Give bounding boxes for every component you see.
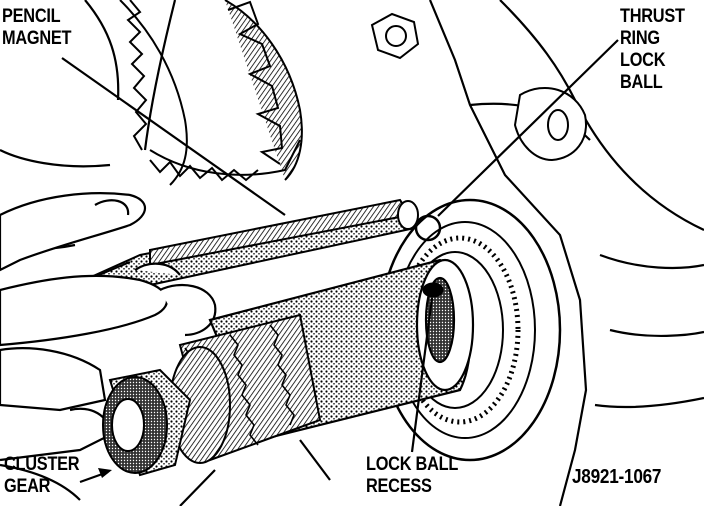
upper-gear xyxy=(119,0,303,186)
pencil-magnet-label: PENCIL MAGNET xyxy=(2,6,72,50)
cluster-gear-arrowhead xyxy=(98,468,112,478)
thrust-ring-label-line-1: THRUST xyxy=(620,6,685,27)
pencil-magnet-leader xyxy=(61,57,286,216)
recess-leader xyxy=(410,297,434,453)
thrust-ring-lock-ball xyxy=(414,214,442,242)
thrust-ring-label-line-3: LOCK xyxy=(620,50,666,71)
pencil-magnet-label-line-1: PENCIL xyxy=(2,6,61,27)
case-bracket xyxy=(513,86,587,162)
lock-ball-recess-label-line-2: RECESS xyxy=(366,476,432,497)
thrust-ring-leader xyxy=(437,39,619,217)
thrust-ring-label-line-2: RING xyxy=(620,28,660,49)
cluster-gear-label-line-1: CLUSTER xyxy=(4,454,80,475)
countershaft-end-leader xyxy=(299,439,331,481)
lock-ball-recess xyxy=(422,282,444,298)
cluster-gear-label: CLUSTER GEAR xyxy=(4,454,80,498)
cluster-gear-label-line-2: GEAR xyxy=(4,476,51,497)
figure-id-text: J8921-1067 xyxy=(572,466,662,488)
cluster-gear-tooth-leader xyxy=(179,469,216,506)
case-bolt xyxy=(370,12,420,60)
cluster-gear xyxy=(102,313,322,477)
thrust-ring-label-line-4: BALL xyxy=(620,72,663,93)
lock-ball-recess-label-line-1: LOCK BALL xyxy=(366,454,459,475)
leader-lines xyxy=(61,39,619,506)
figure-id: J8921-1067 xyxy=(572,466,662,488)
pencil-magnet-label-line-2: MAGNET xyxy=(2,28,72,49)
lock-ball-recess-label: LOCK BALL RECESS xyxy=(366,454,458,498)
thrust-ring-lock-ball-label: THRUST RING LOCK BALL xyxy=(620,6,685,94)
